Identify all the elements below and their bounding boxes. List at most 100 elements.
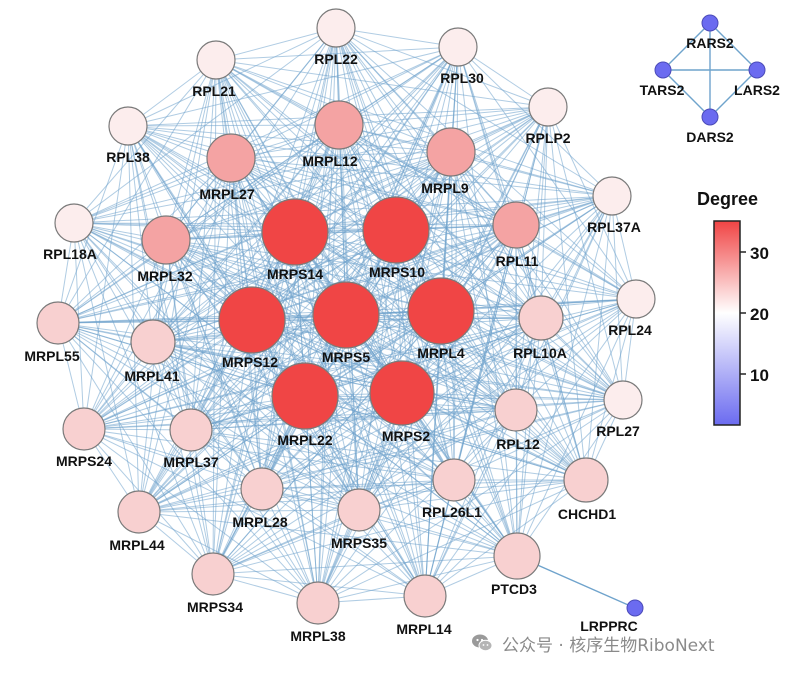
node-rplp2 xyxy=(528,87,568,127)
edge xyxy=(230,157,442,312)
node-mrpl37 xyxy=(169,408,213,452)
edge xyxy=(230,106,549,159)
edge xyxy=(138,479,455,513)
edge xyxy=(338,124,613,197)
node-label: RPL21 xyxy=(192,83,236,99)
node-label: RPL24 xyxy=(608,322,652,338)
edge xyxy=(127,124,340,127)
node-rpl24 xyxy=(616,279,656,319)
edge xyxy=(335,27,459,48)
edge xyxy=(440,310,624,401)
node-label: MRPL4 xyxy=(417,345,465,361)
node-rpl11 xyxy=(492,201,540,249)
edge xyxy=(516,195,613,557)
node-mrpl14 xyxy=(403,574,447,618)
edge xyxy=(401,392,587,481)
edge xyxy=(317,310,442,604)
edge xyxy=(73,59,217,224)
node-rpl38 xyxy=(108,106,148,146)
node-label: RPL27 xyxy=(596,423,640,439)
node-rpl30 xyxy=(438,27,478,67)
edge xyxy=(165,224,517,241)
node-label: LARS2 xyxy=(734,82,780,98)
edge xyxy=(215,46,459,61)
edge xyxy=(138,399,624,513)
edge xyxy=(57,151,452,324)
edge xyxy=(83,428,360,511)
node-label: TARS2 xyxy=(640,82,685,98)
edge xyxy=(165,239,263,490)
node-label: MRPL12 xyxy=(302,153,357,169)
edge xyxy=(190,151,452,431)
edge xyxy=(73,106,549,224)
edge xyxy=(127,125,613,197)
node-mrpl12 xyxy=(314,100,364,150)
edge xyxy=(73,151,452,224)
edge xyxy=(190,409,517,431)
edge xyxy=(261,409,517,490)
edge xyxy=(212,317,542,575)
edge xyxy=(212,479,455,575)
legend-tick-label: 20 xyxy=(750,305,769,324)
node-label: DARS2 xyxy=(686,129,734,145)
edge xyxy=(152,157,232,343)
edge xyxy=(127,125,154,343)
edge xyxy=(251,224,517,321)
edge xyxy=(261,488,518,557)
edge xyxy=(317,409,517,604)
edge xyxy=(212,392,403,575)
edge xyxy=(457,46,587,481)
node-mrps12 xyxy=(218,286,286,354)
edge xyxy=(127,125,140,513)
node-label: RPL38 xyxy=(106,149,150,165)
edge xyxy=(261,488,426,597)
edge xyxy=(516,317,542,557)
legend-tick-label: 10 xyxy=(750,366,769,385)
edge xyxy=(57,229,397,324)
edge xyxy=(261,399,624,490)
node-rars2 xyxy=(701,14,719,32)
edge xyxy=(338,124,426,597)
edge xyxy=(335,27,613,197)
node-label: MRPL27 xyxy=(199,186,254,202)
node-label: MRPS2 xyxy=(382,428,430,444)
node-mrpl32 xyxy=(141,215,191,265)
edge xyxy=(152,310,442,343)
edge xyxy=(138,511,518,557)
edge xyxy=(424,310,442,597)
node-label: MRPS12 xyxy=(222,354,278,370)
edge xyxy=(304,395,587,481)
node-label: MRPL28 xyxy=(232,514,287,530)
edge xyxy=(73,222,140,513)
node-label: MRPL14 xyxy=(396,621,451,637)
node-label: MRPS24 xyxy=(56,453,112,469)
edge xyxy=(395,229,624,401)
edge xyxy=(230,157,517,226)
edge xyxy=(251,151,452,321)
edge xyxy=(138,509,360,513)
edge xyxy=(358,195,613,511)
edge xyxy=(57,231,296,324)
edge xyxy=(215,59,263,490)
edge xyxy=(251,317,542,321)
edge xyxy=(83,428,319,604)
edge xyxy=(335,27,397,231)
edge xyxy=(450,151,613,197)
edge xyxy=(57,224,517,324)
edge-layer xyxy=(57,22,758,609)
edge xyxy=(138,409,517,513)
edge xyxy=(215,59,397,231)
node-label: RPL12 xyxy=(496,436,540,452)
edge xyxy=(165,239,637,300)
edge xyxy=(165,239,542,319)
node-mrpl44 xyxy=(117,490,161,534)
node-label: MRPS35 xyxy=(331,535,387,551)
node-label: PTCD3 xyxy=(491,581,537,597)
edge xyxy=(152,229,397,343)
wechat-icon xyxy=(472,634,493,652)
node-mrps24 xyxy=(62,407,106,451)
edge xyxy=(138,59,217,513)
node-label: MRPL22 xyxy=(277,432,332,448)
node-rpl26l1 xyxy=(432,458,476,502)
